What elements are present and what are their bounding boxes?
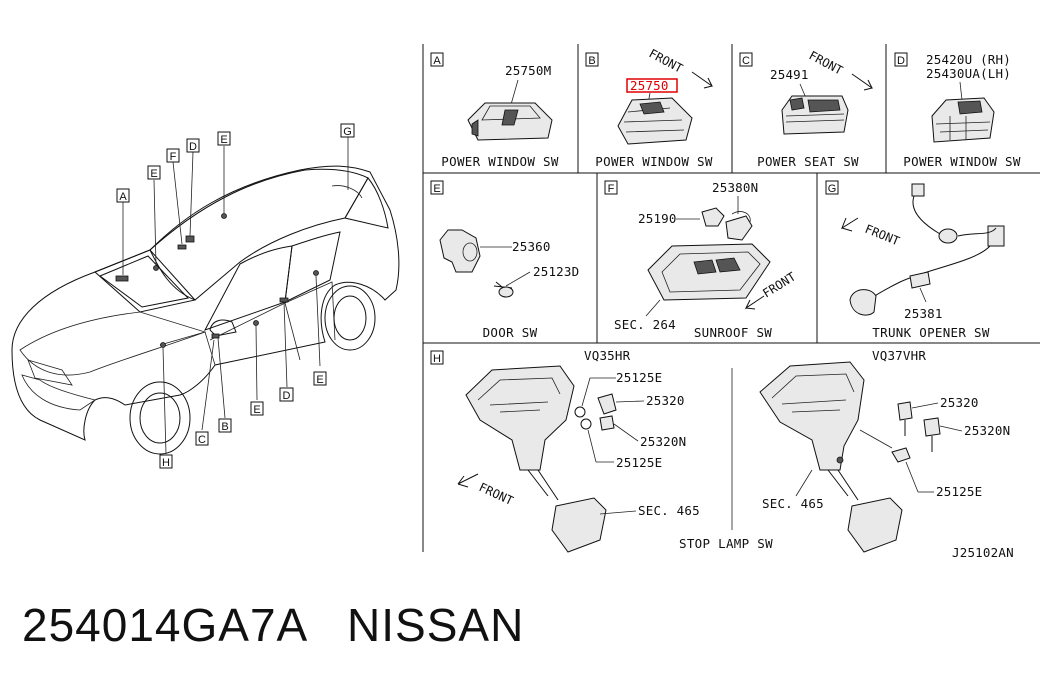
brake-pedal-pad-left <box>551 497 607 553</box>
sec-465-right: SEC. 465 <box>762 496 824 511</box>
panel-d: D 25420U (RH) 25430UA(LH) POWER WINDOW S… <box>894 52 1021 169</box>
car-callout-B: B <box>218 418 232 433</box>
part-25380n: 25380N <box>712 180 758 195</box>
svg-text:FRONT: FRONT <box>647 46 685 75</box>
sec-465-left: SEC. 465 <box>638 503 700 518</box>
svg-text:TRUNK OPENER SW: TRUNK OPENER SW <box>872 325 990 340</box>
car-callout-G: G <box>340 123 355 138</box>
svg-text:DOOR SW: DOOR SW <box>483 325 538 340</box>
part-25123d: 25123D <box>533 264 579 279</box>
part-25491: 25491 <box>770 67 809 82</box>
svg-text:D: D <box>897 55 905 67</box>
panel-g: G FRONT 25381 TRUNK OPENER SW <box>825 180 1005 340</box>
car-callout-E2: E <box>217 131 231 146</box>
panel-b: B FRONT 25750 POWER WINDOW SW <box>585 46 714 169</box>
car-callout-D1: D <box>186 138 200 153</box>
svg-text:FRONT: FRONT <box>477 480 516 508</box>
part-25125e-right: 25125E <box>936 484 982 499</box>
svg-text:E: E <box>316 374 323 386</box>
panel-a-letter-box <box>430 52 444 67</box>
part-25381: 25381 <box>904 306 943 321</box>
svg-text:A: A <box>433 55 441 67</box>
panel-grid <box>422 44 1040 552</box>
car-callout-H: H <box>159 454 173 469</box>
brake-pedal-bracket-vq35hr <box>465 365 575 471</box>
part-25750m: 25750M <box>505 63 551 78</box>
svg-text:E: E <box>220 134 227 146</box>
svg-text:FRONT: FRONT <box>807 48 845 77</box>
svg-text:E: E <box>150 168 157 180</box>
car-callout-E3: E <box>313 371 327 386</box>
car-callout-E1: E <box>147 165 161 180</box>
svg-text:C: C <box>742 55 750 67</box>
part-25190: 25190 <box>638 211 677 226</box>
svg-text:H: H <box>433 353 441 365</box>
panel-h: H VQ35HR VQ37VHR 25125E 25320 25320N 251… <box>430 348 1010 553</box>
svg-text:H: H <box>162 457 170 469</box>
svg-text:D: D <box>189 141 197 153</box>
footer-part-number: 254014GA7A <box>22 599 306 651</box>
svg-text:B: B <box>588 55 595 67</box>
part-25320n-left: 25320N <box>640 434 686 449</box>
svg-text:E: E <box>253 404 260 416</box>
car-callout-D2: D <box>279 387 294 402</box>
highlighted-part-box <box>626 78 678 93</box>
svg-text:SUNROOF SW: SUNROOF SW <box>694 325 772 340</box>
svg-text:G: G <box>343 126 352 138</box>
part-25360: 25360 <box>512 239 551 254</box>
svg-text:POWER SEAT SW: POWER SEAT SW <box>757 154 859 169</box>
part-25320n-right: 25320N <box>964 423 1010 438</box>
svg-text:POWER WINDOW SW: POWER WINDOW SW <box>595 154 713 169</box>
part-25430ua-lh: 25430UA(LH) <box>926 66 1011 81</box>
car-callout-F: F <box>166 148 180 163</box>
car-callout-C: C <box>195 431 209 446</box>
footer-brand: NISSAN <box>347 599 525 651</box>
svg-text:B: B <box>221 421 228 433</box>
part-25125e-left-bottom: 25125E <box>616 455 662 470</box>
svg-text:FRONT: FRONT <box>863 222 902 249</box>
door-switch <box>439 229 481 273</box>
variant-vq35hr: VQ35HR <box>584 348 631 363</box>
part-25420u-rh: 25420U (RH) <box>926 52 1011 67</box>
panel-e: E 25360 25123D DOOR SW <box>430 180 579 340</box>
brake-pedal-bracket-vq37vhr <box>759 361 865 471</box>
part-25320-right: 25320 <box>940 395 979 410</box>
sec-264: SEC. 264 <box>614 317 676 332</box>
part-25750-highlighted: 25750 <box>630 78 669 93</box>
svg-text:POWER WINDOW SW: POWER WINDOW SW <box>441 154 559 169</box>
panel-c: C FRONT 25491 POWER SEAT SW <box>739 48 874 169</box>
svg-text:E: E <box>433 183 440 195</box>
svg-text:C: C <box>198 434 206 446</box>
footer-part-label: 254014GA7A NISSAN <box>22 598 524 652</box>
part-25320-left: 25320 <box>646 393 685 408</box>
svg-text:D: D <box>283 390 291 402</box>
diagram-code: J25102AN <box>952 545 1014 560</box>
trunk-opener-switch <box>849 289 877 316</box>
screw-25123d <box>498 286 514 298</box>
svg-text:F: F <box>170 151 177 163</box>
svg-text:A: A <box>119 191 127 203</box>
car-callout-E4: E <box>250 401 264 416</box>
svg-text:G: G <box>828 183 837 195</box>
part-25125e-left-top: 25125E <box>616 370 662 385</box>
panel-a: A 25750M POWER WINDOW SW <box>430 52 559 169</box>
svg-text:POWER WINDOW SW: POWER WINDOW SW <box>903 154 1021 169</box>
variant-vq37vhr: VQ37VHR <box>872 348 926 363</box>
car-callout-A: A <box>116 188 130 203</box>
brake-pedal-pad-right <box>847 497 903 553</box>
car-illustration <box>11 137 400 455</box>
svg-text:F: F <box>608 183 615 195</box>
panel-f: F 25380N 25190 SEC. 264 FRONT SUNROOF SW <box>604 180 798 340</box>
svg-text:STOP LAMP SW: STOP LAMP SW <box>679 536 773 551</box>
svg-text:FRONT: FRONT <box>760 270 798 301</box>
